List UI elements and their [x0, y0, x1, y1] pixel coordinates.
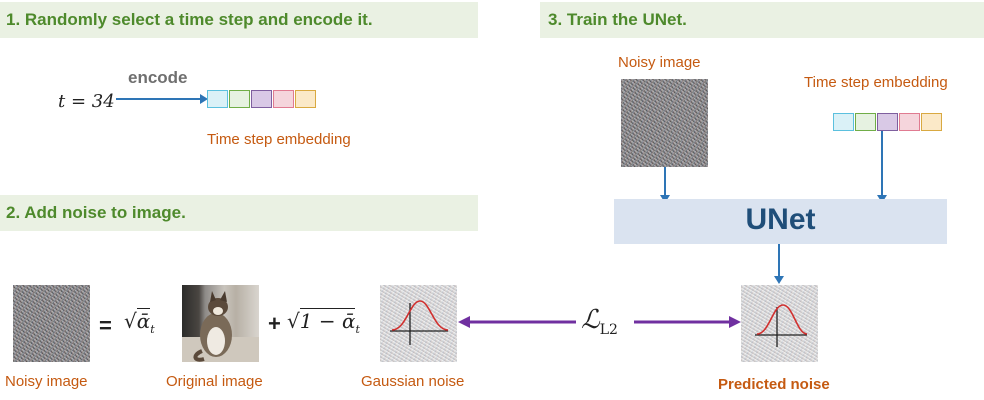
cat-photo [182, 285, 259, 362]
embedding-cell [855, 113, 876, 131]
embedding-cell [833, 113, 854, 131]
unet-block [614, 199, 947, 244]
l2-loss-symbol: ℒL2 [581, 305, 618, 338]
cat-photo-drawing [182, 291, 259, 362]
loss-script-L: ℒ [581, 305, 600, 335]
loss-arrow [458, 316, 741, 328]
gaussian-curve-icon [390, 300, 449, 345]
step2-title: 2. Add noise to image. [6, 203, 186, 222]
embedding-to-unet-arrow [877, 131, 887, 203]
embedding-label-3: Time step embedding [804, 74, 948, 91]
alpha-bar-symbol: ᾱ [136, 308, 151, 333]
unet-label: UNet [745, 203, 816, 236]
step1-title: 1. Randomly select a time step and encod… [6, 10, 373, 29]
embedding-cell [207, 90, 228, 108]
embedding-label-1: Time step embedding [207, 131, 351, 148]
step2-banner [0, 195, 478, 231]
predicted-noise-label: Predicted noise [718, 376, 830, 393]
alpha-subscript-t: t [150, 323, 155, 336]
encode-label: encode [128, 68, 188, 87]
gaussian-noise-image [380, 285, 457, 362]
sqrt-alpha-bar: √ᾱt [124, 308, 155, 336]
step1-banner [0, 2, 478, 38]
original-image-label: Original image [166, 373, 263, 390]
embedding-cell [899, 113, 920, 131]
embedding-cell [921, 113, 942, 131]
one-minus-alpha-bar: 1 − ᾱ [299, 308, 356, 333]
embedding-cell [273, 90, 294, 108]
unet-noisy-image [621, 79, 708, 167]
equals-sign: = [99, 313, 112, 338]
noisy-image-label: Noisy image [5, 373, 88, 390]
time-step-embedding-3 [833, 113, 943, 131]
predicted-noise-image [741, 285, 818, 362]
embedding-cell [295, 90, 316, 108]
unet-noisy-label: Noisy image [618, 54, 701, 71]
step3-title: 3. Train the UNet. [548, 10, 687, 29]
gaussian-noise-label: Gaussian noise [361, 373, 465, 390]
time-step-value: t = 34 [58, 91, 115, 112]
plus-sign: + [268, 311, 281, 336]
alpha-subscript-t-2: t [355, 323, 360, 336]
embedding-cell [229, 90, 250, 108]
step3-banner [540, 2, 984, 38]
loss-subscript: L2 [599, 322, 618, 339]
noisy-to-unet-arrow [660, 167, 670, 203]
unet-to-prediction-arrow [774, 244, 784, 284]
gaussian-curve-icon [755, 304, 808, 347]
time-step-embedding-1 [207, 90, 317, 108]
sqrt-one-minus-alpha-bar: √1 − ᾱt [287, 308, 360, 336]
embedding-cell [251, 90, 272, 108]
noisy-image [13, 285, 90, 362]
embedding-cell [877, 113, 898, 131]
encode-arrow [116, 94, 208, 104]
